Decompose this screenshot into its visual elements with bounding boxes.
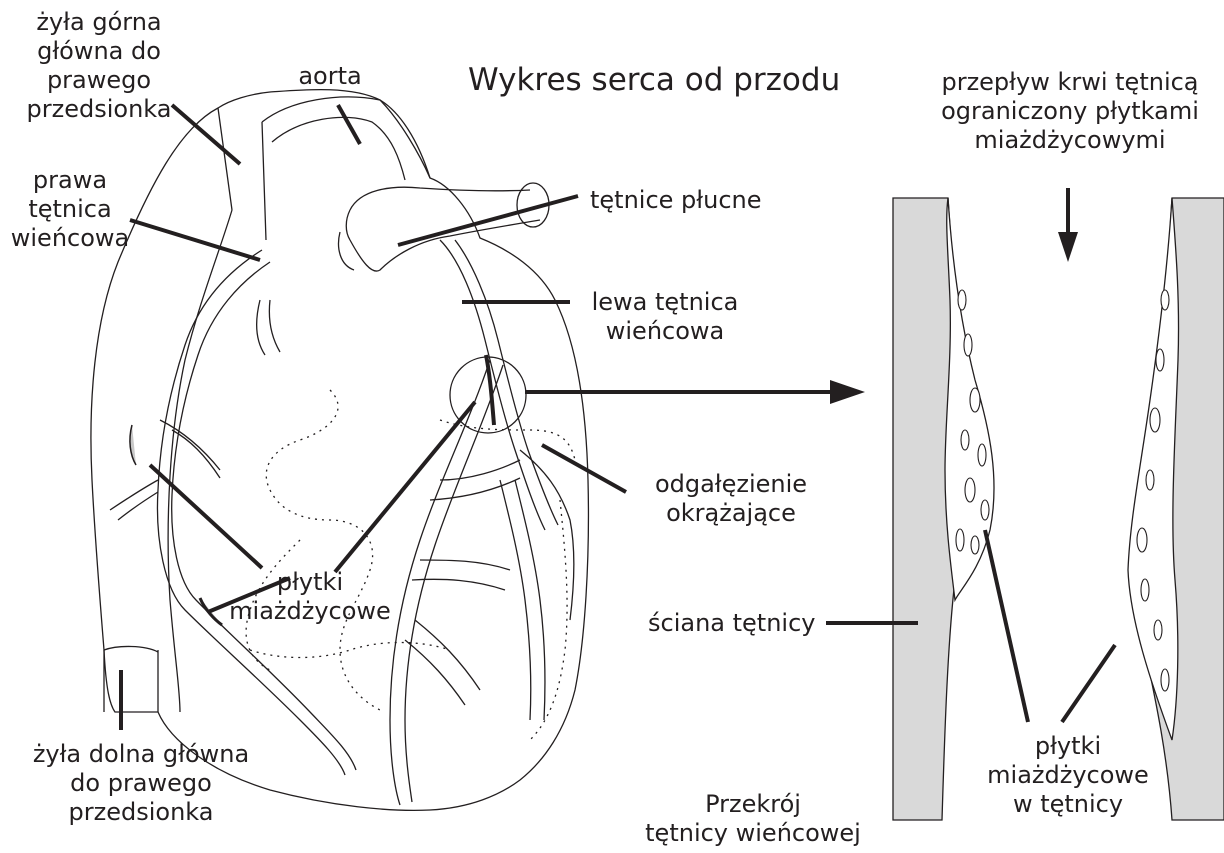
artery-cross-section bbox=[893, 188, 1224, 820]
label-plaques-in-artery: płytki miażdżycowe w tętnicy bbox=[978, 732, 1158, 819]
label-left-coronary-artery: lewa tętnica wieńcowa bbox=[590, 288, 740, 346]
aorta-arch bbox=[262, 97, 430, 178]
label-superior-vena-cava: żyła górna główna do prawego przedsionka bbox=[24, 8, 174, 124]
superior-vena-cava bbox=[218, 108, 266, 240]
label-artery-wall: ściana tętnicy bbox=[648, 609, 823, 638]
heart-outline bbox=[91, 90, 588, 811]
label-cross-section: Przekrój tętnicy wieńcowej bbox=[628, 790, 878, 848]
label-circumflex-branch: odgałęzienie okrążające bbox=[646, 470, 816, 528]
heart-illustration bbox=[91, 90, 588, 811]
label-aorta: aorta bbox=[290, 62, 370, 91]
arrow-to-cross-section-icon bbox=[830, 380, 865, 404]
label-blood-flow: przepływ krwi tętnicą ograniczony płytka… bbox=[920, 68, 1220, 155]
left-coronary-artery bbox=[440, 240, 545, 530]
diagram-title: Wykres serca od przodu bbox=[468, 62, 840, 98]
flow-arrow-icon bbox=[1058, 232, 1078, 262]
hidden-vessels bbox=[266, 390, 380, 710]
right-coronary-artery bbox=[157, 250, 345, 775]
inferior-vena-cava bbox=[104, 650, 158, 712]
plaque-right bbox=[1128, 198, 1179, 740]
label-right-coronary-artery: prawa tętnica wieńcowa bbox=[0, 166, 140, 253]
label-plaques: płytki miażdżycowe bbox=[225, 568, 395, 626]
pulmonary-trunk bbox=[350, 187, 530, 210]
label-inferior-vena-cava: żyła dolna główna do prawego przedsionka bbox=[16, 740, 266, 827]
label-pulmonary-arteries: tętnice płucne bbox=[590, 186, 780, 215]
